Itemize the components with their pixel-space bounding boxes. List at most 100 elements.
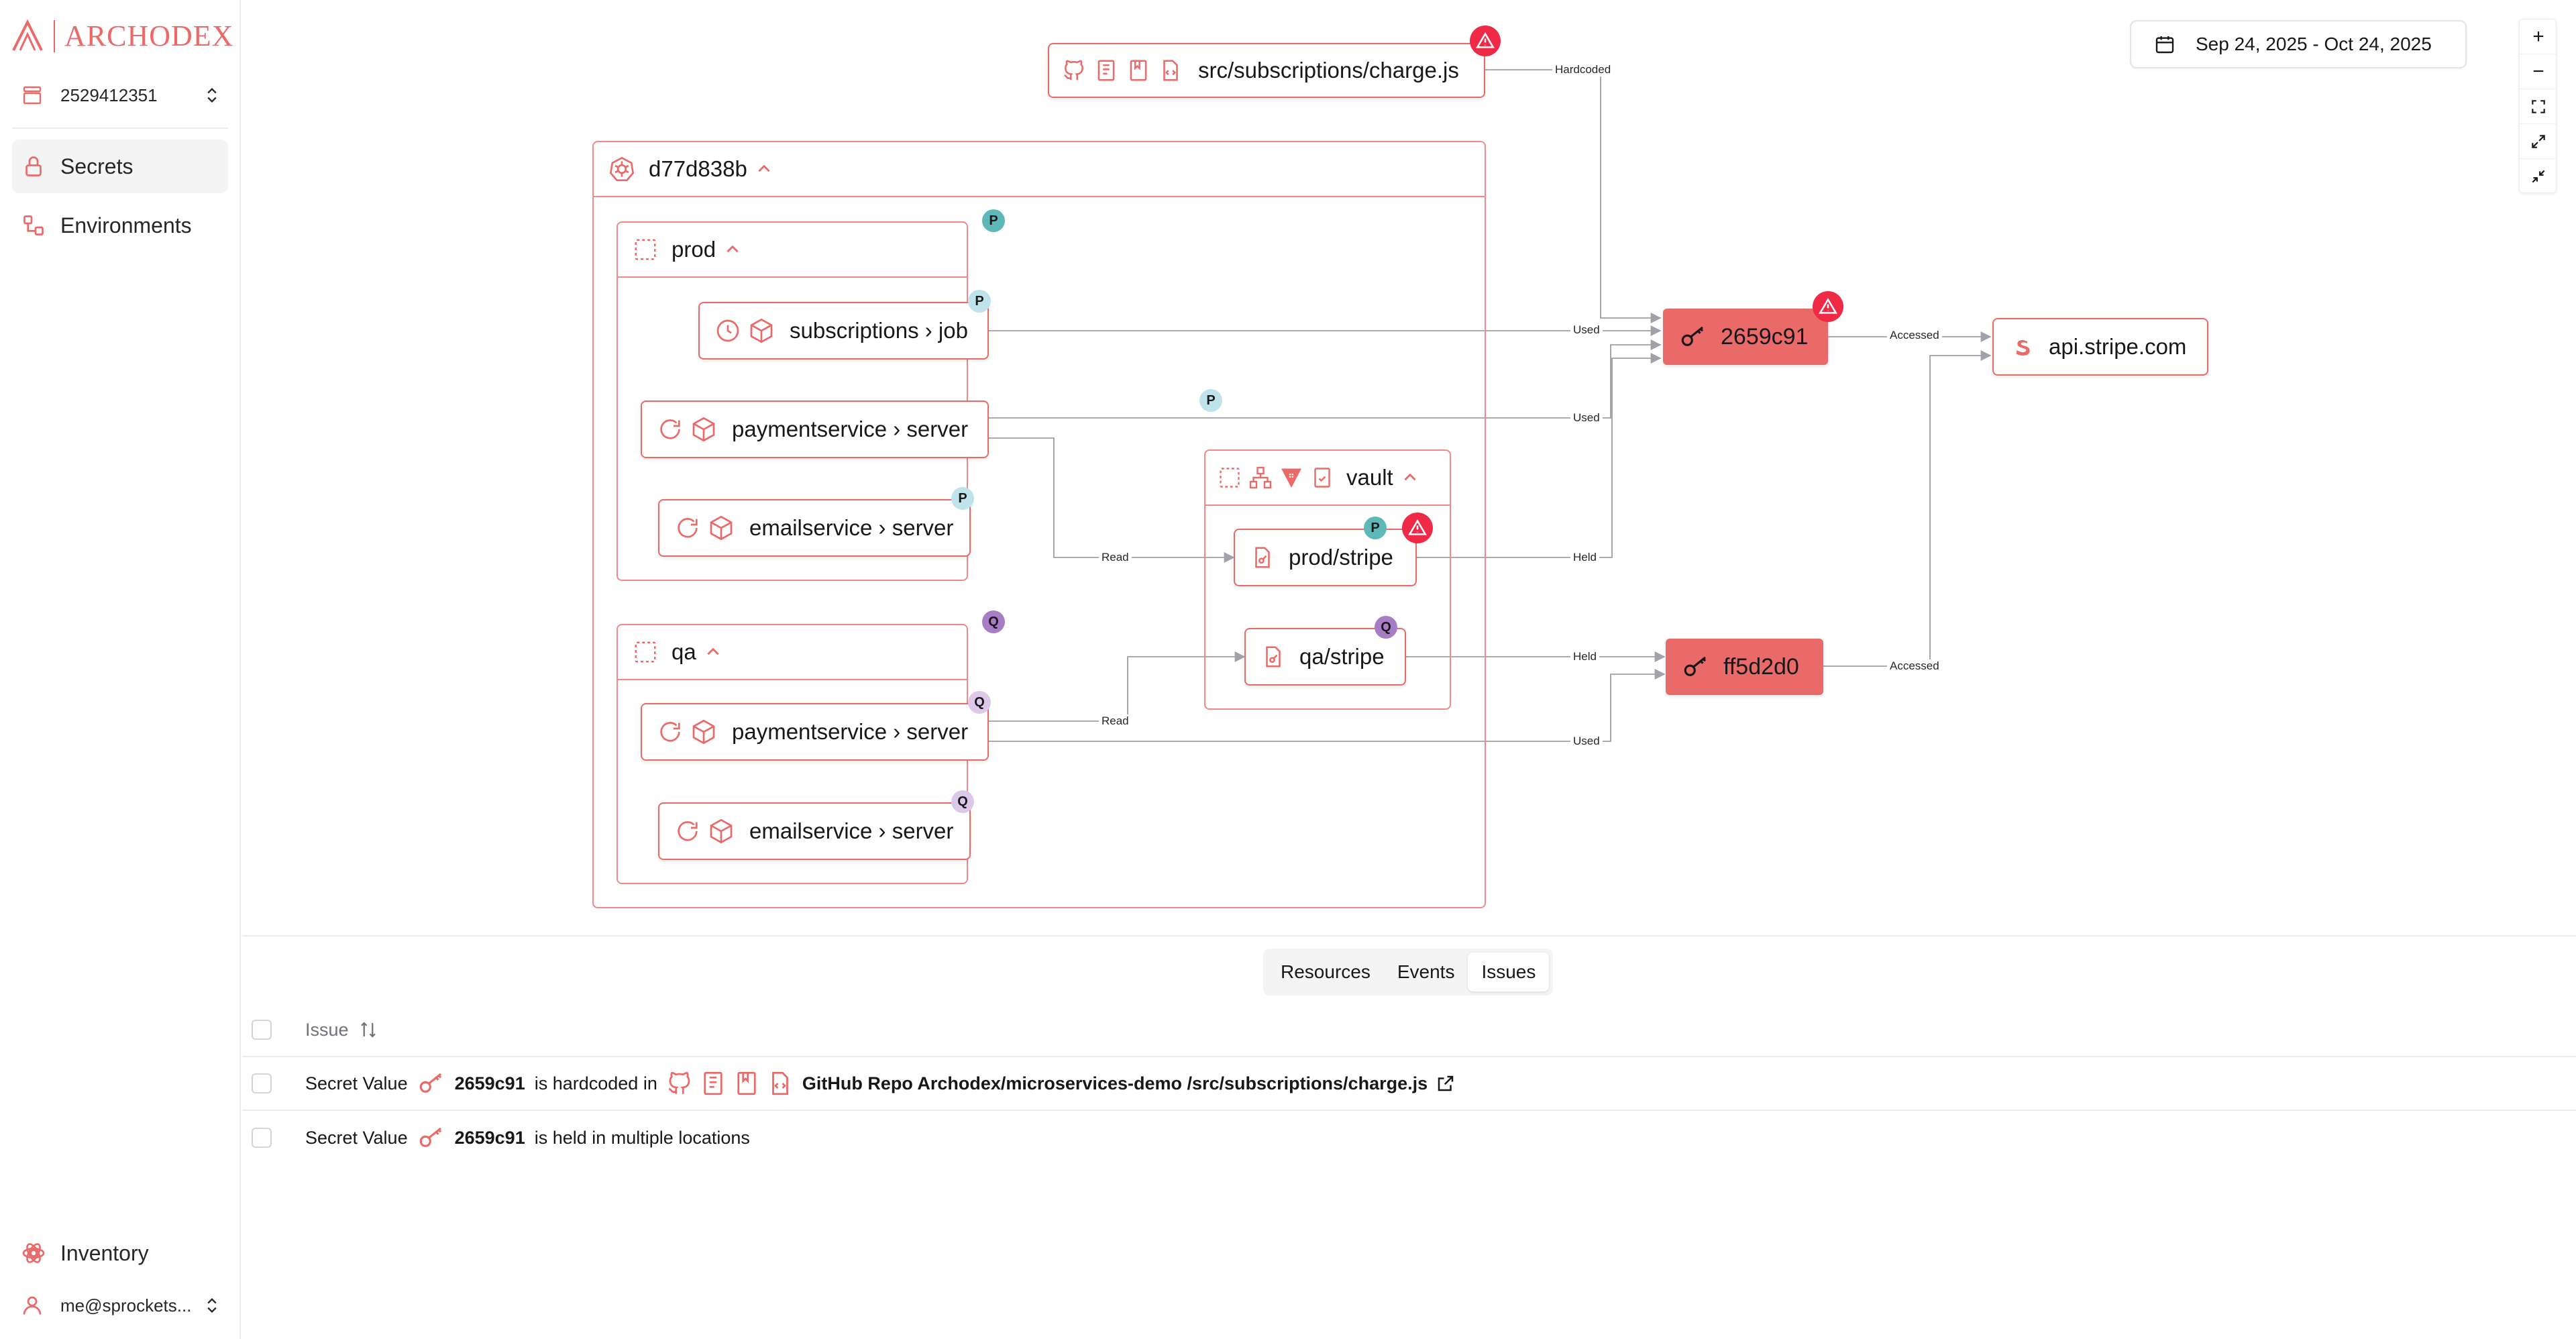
select-all-checkbox[interactable] [252, 1020, 272, 1040]
qa-badge: Q [968, 691, 991, 714]
qa-badge: Q [982, 610, 1005, 633]
issue-type: Secret Value [305, 1073, 408, 1093]
file-node-label: src/subscriptions/charge.js [1198, 58, 1459, 83]
secret-path-label: qa/stripe [1299, 644, 1385, 669]
zoom-in-button[interactable]: + [2520, 19, 2557, 54]
tab-events[interactable]: Events [1397, 961, 1455, 982]
book-icon [737, 1071, 756, 1095]
chevron-up-icon[interactable] [704, 643, 722, 661]
chevron-up-icon[interactable] [1401, 469, 1419, 486]
edge-label-read: Read [1099, 714, 1132, 728]
env-header-qa[interactable]: qa [618, 625, 967, 680]
issues-table: Issue Secret Value 2659c91 is hardcoded … [242, 1004, 2576, 1165]
secret-path-label: prod/stripe [1289, 545, 1393, 570]
tab-issues[interactable]: Issues [1468, 953, 1550, 992]
code-file-icon [771, 1071, 788, 1095]
namespace-icon [1220, 468, 1240, 488]
issue-text: is hardcoded in [534, 1073, 657, 1093]
secret-file-icon [1266, 646, 1281, 667]
sidebar-item-label: Environments [60, 213, 192, 237]
table-row[interactable]: Secret Value 2659c91 is hardcoded in Git… [242, 1057, 2576, 1111]
secret-value-label: ff5d2d0 [1723, 653, 1799, 680]
workload-node-prod-paymentservice[interactable]: paymentservice › server [641, 400, 989, 458]
calendar-icon [2155, 36, 2174, 54]
secret-value-node-ff5d2d0[interactable]: ff5d2d0 [1666, 639, 1823, 695]
sidebar-item-label: Inventory [60, 1240, 149, 1265]
brand-logo[interactable]: ARCHODEX [11, 17, 233, 55]
edge-accessed-b [1823, 350, 1992, 667]
column-header-issue[interactable]: Issue [305, 1019, 349, 1040]
issue-text: is held in multiple locations [534, 1127, 750, 1148]
edge-label-held: Held [1570, 650, 1599, 663]
sort-icon[interactable] [358, 1020, 378, 1040]
table-row[interactable]: Secret Value 2659c91 is held in multiple… [242, 1111, 2576, 1165]
graph-canvas[interactable]: Hardcoded Used Used Read Held Read Held … [242, 0, 2576, 935]
tab-resources[interactable]: Resources [1281, 961, 1371, 982]
sidebar-divider [12, 127, 228, 129]
expand-button[interactable] [2520, 124, 2557, 159]
sidebar-item-secrets[interactable]: Secrets [12, 140, 228, 193]
workload-node-prod-emailservice[interactable]: emailservice › server [658, 499, 971, 557]
github-icon [1064, 60, 1083, 81]
package-icon [710, 515, 733, 541]
secret-value-node-2659c91[interactable]: 2659c91 [1663, 309, 1828, 365]
kubernetes-icon [609, 156, 635, 181]
repository-icon [1097, 60, 1115, 81]
workload-node-prod-subscriptions-job[interactable]: subscriptions › job [698, 302, 989, 360]
warning-icon[interactable] [1813, 291, 1843, 322]
namespace-icon [635, 641, 656, 663]
secret-store-icon [1314, 468, 1330, 488]
date-range-picker[interactable]: Sep 24, 2025 - Oct 24, 2025 [2130, 20, 2467, 68]
date-range-label: Sep 24, 2025 - Oct 24, 2025 [2196, 34, 2432, 54]
edge-read-prod [989, 437, 1235, 563]
edge-label-used: Used [1570, 323, 1603, 337]
details-panel: Resources Events Issues Issue Secret Val… [242, 935, 2576, 1339]
warning-icon[interactable] [1402, 513, 1433, 543]
chevron-up-icon[interactable] [755, 160, 773, 178]
prod-badge: P [968, 290, 991, 313]
cluster-group[interactable]: d77d838b [592, 141, 1486, 908]
row-checkbox[interactable] [252, 1073, 272, 1093]
database-icon [23, 86, 42, 105]
vault-group[interactable]: vault [1204, 449, 1451, 710]
prod-badge: P [951, 487, 974, 510]
refresh-icon [660, 722, 680, 742]
secret-path-node-qa-stripe[interactable]: qa/stripe [1244, 628, 1406, 686]
workload-node-qa-emailservice[interactable]: emailservice › server [658, 802, 971, 860]
namespace-icon [635, 239, 656, 260]
user-menu[interactable]: me@sprockets... [20, 1291, 221, 1320]
issue-location-link[interactable]: GitHub Repo Archodex/microservices-demo … [802, 1073, 1428, 1093]
sidebar-item-environments[interactable]: Environments [12, 199, 228, 252]
edge-held-prod [1417, 353, 1662, 558]
chevron-up-icon[interactable] [724, 241, 741, 258]
warning-icon[interactable] [1470, 25, 1501, 56]
key-icon [1681, 326, 1704, 346]
cluster-header[interactable]: d77d838b [594, 142, 1485, 197]
code-file-icon [1163, 60, 1178, 81]
prod-badge: P [1199, 389, 1222, 412]
user-email: me@sprockets... [60, 1295, 192, 1316]
issue-secret[interactable]: 2659c91 [454, 1073, 525, 1093]
external-link-icon[interactable] [1436, 1073, 1456, 1093]
key-icon [1684, 656, 1707, 676]
collapse-button[interactable] [2520, 159, 2557, 194]
package-icon [692, 417, 715, 442]
edge-label-accessed: Accessed [1887, 659, 1942, 673]
file-node-charge-js[interactable]: src/subscriptions/charge.js [1048, 43, 1485, 98]
fit-view-button[interactable] [2520, 89, 2557, 124]
env-header-prod[interactable]: prod [618, 223, 967, 278]
sidebar: ARCHODEX 2529412351 Secrets Environments [0, 0, 241, 1339]
service-node-api-stripe[interactable]: api.stripe.com [1992, 318, 2208, 376]
secret-path-node-prod-stripe[interactable]: prod/stripe [1234, 529, 1417, 586]
vault-header[interactable]: vault [1205, 451, 1450, 506]
zoom-out-button[interactable]: − [2520, 54, 2557, 89]
service-label: api.stripe.com [2049, 334, 2187, 359]
repository-icon [704, 1071, 722, 1095]
sidebar-item-inventory[interactable]: Inventory [12, 1226, 228, 1280]
row-checkbox[interactable] [252, 1128, 272, 1148]
account-switcher[interactable]: 2529412351 [20, 81, 221, 110]
issue-secret[interactable]: 2659c91 [454, 1127, 525, 1148]
workload-label: emailservice › server [749, 818, 954, 843]
key-icon [419, 1127, 441, 1147]
workload-node-qa-paymentservice[interactable]: paymentservice › server [641, 703, 989, 761]
